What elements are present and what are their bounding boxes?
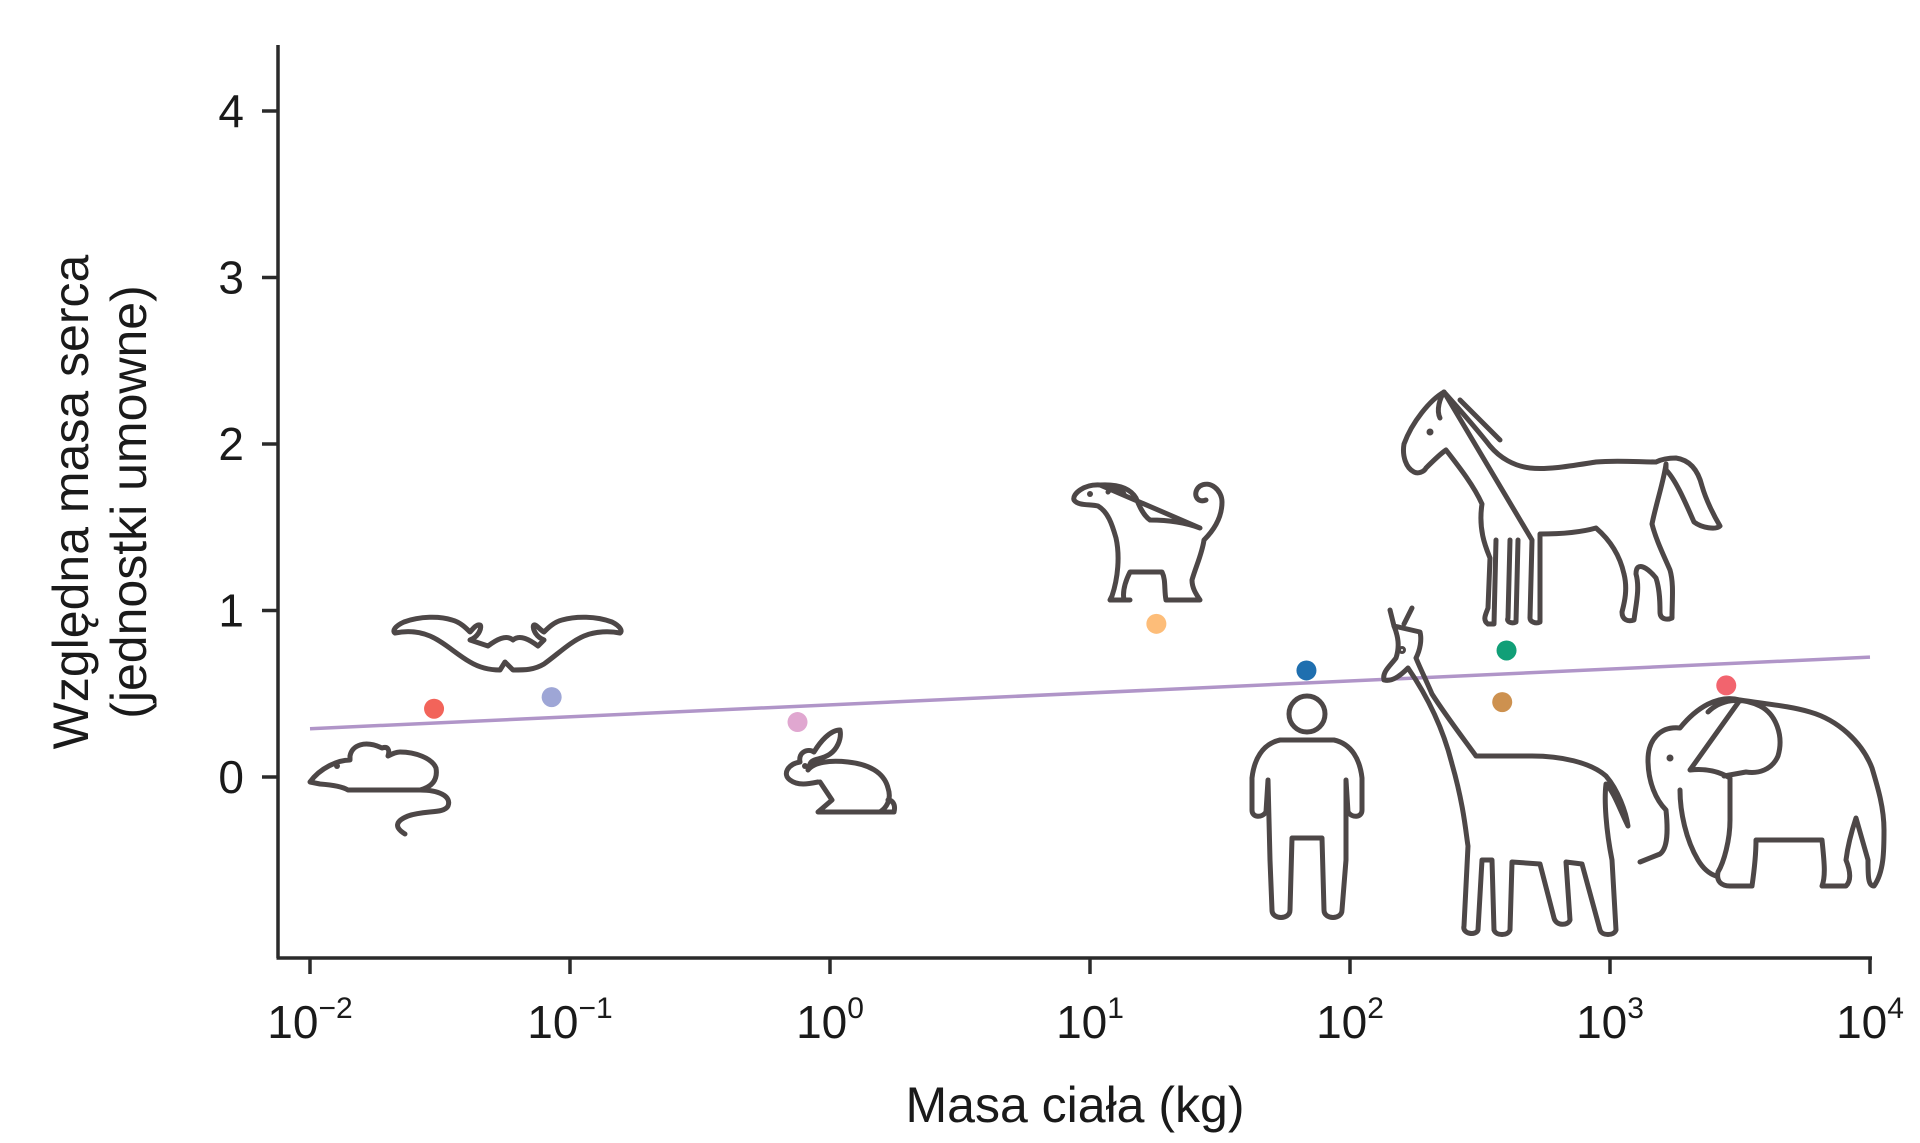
x-tick-label-base: 10 [1836,996,1887,1048]
horse-icon [1401,389,1723,627]
human-icon [1249,693,1365,920]
x-tick-label: 102 [1316,992,1384,1048]
x-tick-label: 100 [796,992,864,1048]
x-tick-label: 101 [1056,992,1124,1048]
mouse-icon [307,741,452,837]
x-axis-title: Masa ciała (kg) [906,1077,1245,1133]
x-tick-label-exponent: 1 [1107,992,1124,1025]
data-point-rabbit [787,712,808,733]
x-tick-label: 104 [1836,992,1904,1048]
elephant-icon [1637,696,1887,889]
y-ticks: 0 1 2 3 4 [218,85,278,803]
y-tick-label: 4 [218,85,244,137]
x-tick-label-exponent: 4 [1887,992,1904,1025]
x-tick-label: 103 [1576,992,1644,1048]
rabbit-icon [783,727,897,815]
x-tick-label-exponent: 2 [1367,992,1384,1025]
dog-icon [1071,481,1225,603]
data-point-dog [1146,613,1167,634]
x-tick-label-base: 10 [1056,996,1107,1048]
x-tick-label-exponent: 3 [1627,992,1644,1025]
data-point-bat [541,687,562,708]
data-point-human [1296,660,1317,681]
x-tick-label: 10−2 [267,992,352,1048]
x-tick-label-exponent: −2 [318,992,352,1025]
x-tick-label-exponent: 0 [847,992,864,1025]
y-axis-title-line2: (jednostki umowne) [101,285,157,719]
y-tick-label: 1 [218,585,244,637]
x-tick-label-base: 10 [1576,996,1627,1048]
bat-icon [391,614,624,673]
data-point-horse [1496,640,1517,661]
y-tick-label: 2 [218,418,244,470]
trendline [309,655,1871,731]
x-tick-label-base: 10 [1316,996,1367,1048]
y-axis-title: Względna masa serca (jednostki umowne) [43,254,157,749]
y-axis-title-line1: Względna masa serca [43,254,99,749]
x-tick-label: 10−1 [527,992,612,1048]
data-point-mouse [424,698,445,719]
x-tick-label-exponent: −1 [578,992,612,1025]
data-point-elephant [1716,675,1737,696]
giraffe-icon [1381,605,1631,937]
y-tick-label: 0 [218,751,244,803]
x-tick-label-base: 10 [796,996,847,1048]
data-point-giraffe [1492,692,1513,713]
x-tick-label-base: 10 [527,996,578,1048]
data-points [424,613,1737,733]
x-tick-label-base: 10 [267,996,318,1048]
y-tick-label: 3 [218,252,244,304]
